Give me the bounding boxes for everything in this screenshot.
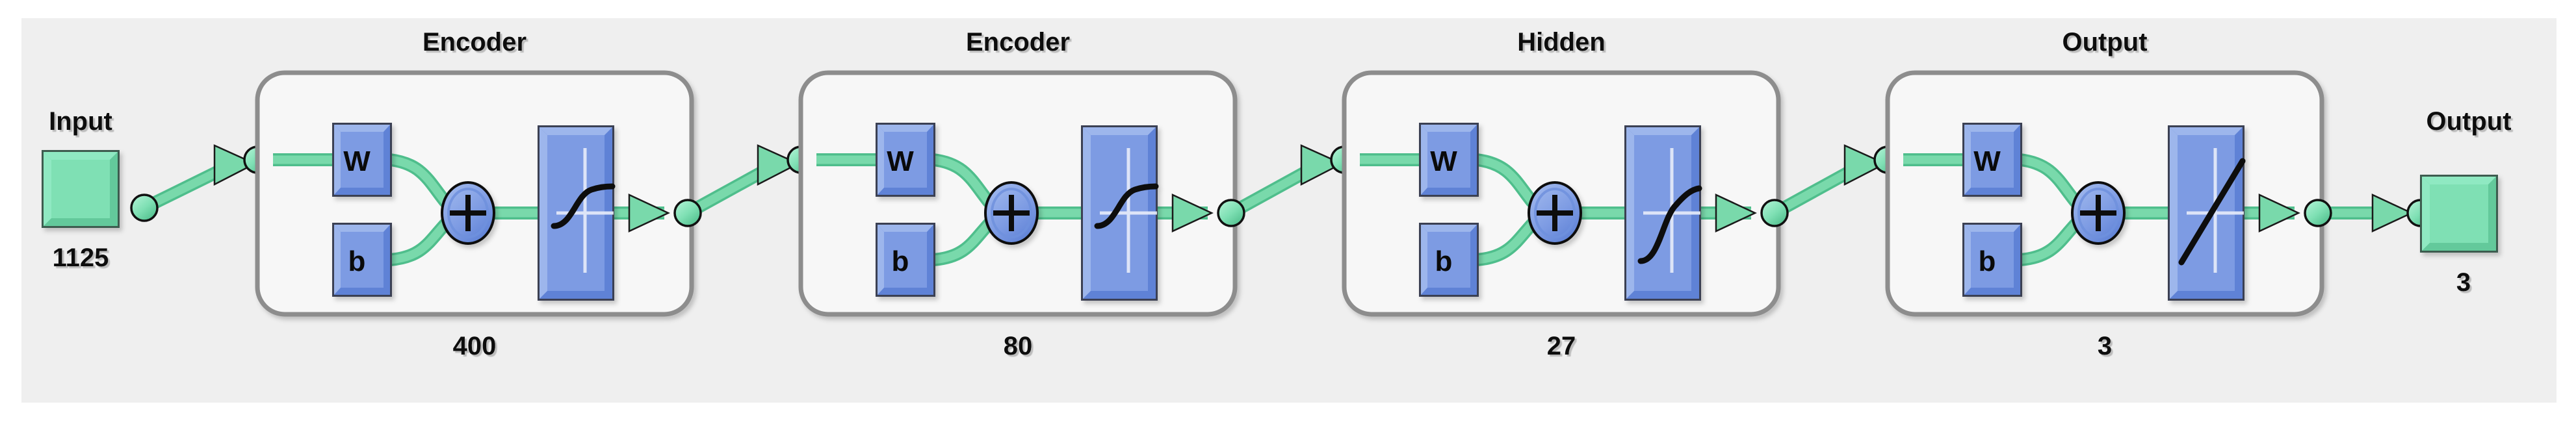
- layer-1-size-label: 400: [453, 332, 497, 360]
- layer-1-title: Encoder: [423, 28, 527, 56]
- layer-3-sum-node: [1528, 181, 1582, 245]
- layer-2-sum-node: [984, 181, 1039, 245]
- output-size-label: 3: [2456, 268, 2471, 297]
- layer-4-sum-node: [2071, 181, 2126, 245]
- port-node-layer-3-out[interactable]: [1760, 199, 1789, 227]
- layer-4-activation-purelin-icon: [2167, 125, 2246, 301]
- layer-1-sum-node: [441, 181, 495, 245]
- layer-block-2[interactable]: Encoder W b: [798, 28, 1238, 360]
- layer-3-title: Hidden: [1517, 28, 1606, 56]
- connector-layer-2-to-layer-3: [1171, 144, 1359, 232]
- layer-1-bias-label: b: [348, 245, 366, 277]
- output-box-shape: [2419, 174, 2499, 253]
- layer-4-bias-label: b: [1979, 245, 1996, 277]
- layer-4-weight-label: W: [1973, 145, 2001, 177]
- layer-2-activation-logsig-icon: [1080, 125, 1159, 301]
- port-node-layer-4-out[interactable]: [2304, 199, 2332, 227]
- connector-layer-3-to-layer-4: [1715, 144, 1902, 232]
- output-block[interactable]: Output 3: [2419, 107, 2512, 297]
- layer-2-bias-label: b: [892, 245, 909, 277]
- layer-3-weight-label: W: [1430, 145, 1457, 177]
- layer-3-size-label: 27: [1547, 332, 1576, 360]
- connector-input-to-layer-1: [130, 144, 272, 222]
- input-block[interactable]: Input 1125: [41, 107, 120, 272]
- layer-4-title: Output: [2062, 28, 2147, 56]
- port-node-layer-1-out[interactable]: [673, 199, 702, 227]
- layer-2-weight-label: W: [887, 145, 914, 177]
- input-box-shape: [41, 149, 120, 229]
- layer-block-3[interactable]: Hidden W b: [1342, 28, 1781, 360]
- layer-1-weight-label: W: [343, 145, 371, 177]
- layer-3-activation-tansig-icon: [1624, 125, 1702, 301]
- port-node-layer-2-out[interactable]: [1217, 199, 1245, 227]
- layer-1-activation-logsig-icon: [537, 125, 616, 301]
- layer-2-title: Encoder: [966, 28, 1070, 56]
- layer-block-4[interactable]: Output W b: [1885, 28, 2324, 360]
- layer-2-size-label: 80: [1004, 332, 1033, 360]
- input-title: Input: [49, 107, 112, 136]
- layer-block-1[interactable]: Encoder W b: [255, 28, 694, 360]
- input-size-label: 1125: [53, 244, 109, 272]
- output-title: Output: [2426, 107, 2511, 136]
- port-node-input-out[interactable]: [130, 194, 159, 222]
- layer-4-size-label: 3: [2098, 332, 2112, 360]
- layer-3-bias-label: b: [1435, 245, 1453, 277]
